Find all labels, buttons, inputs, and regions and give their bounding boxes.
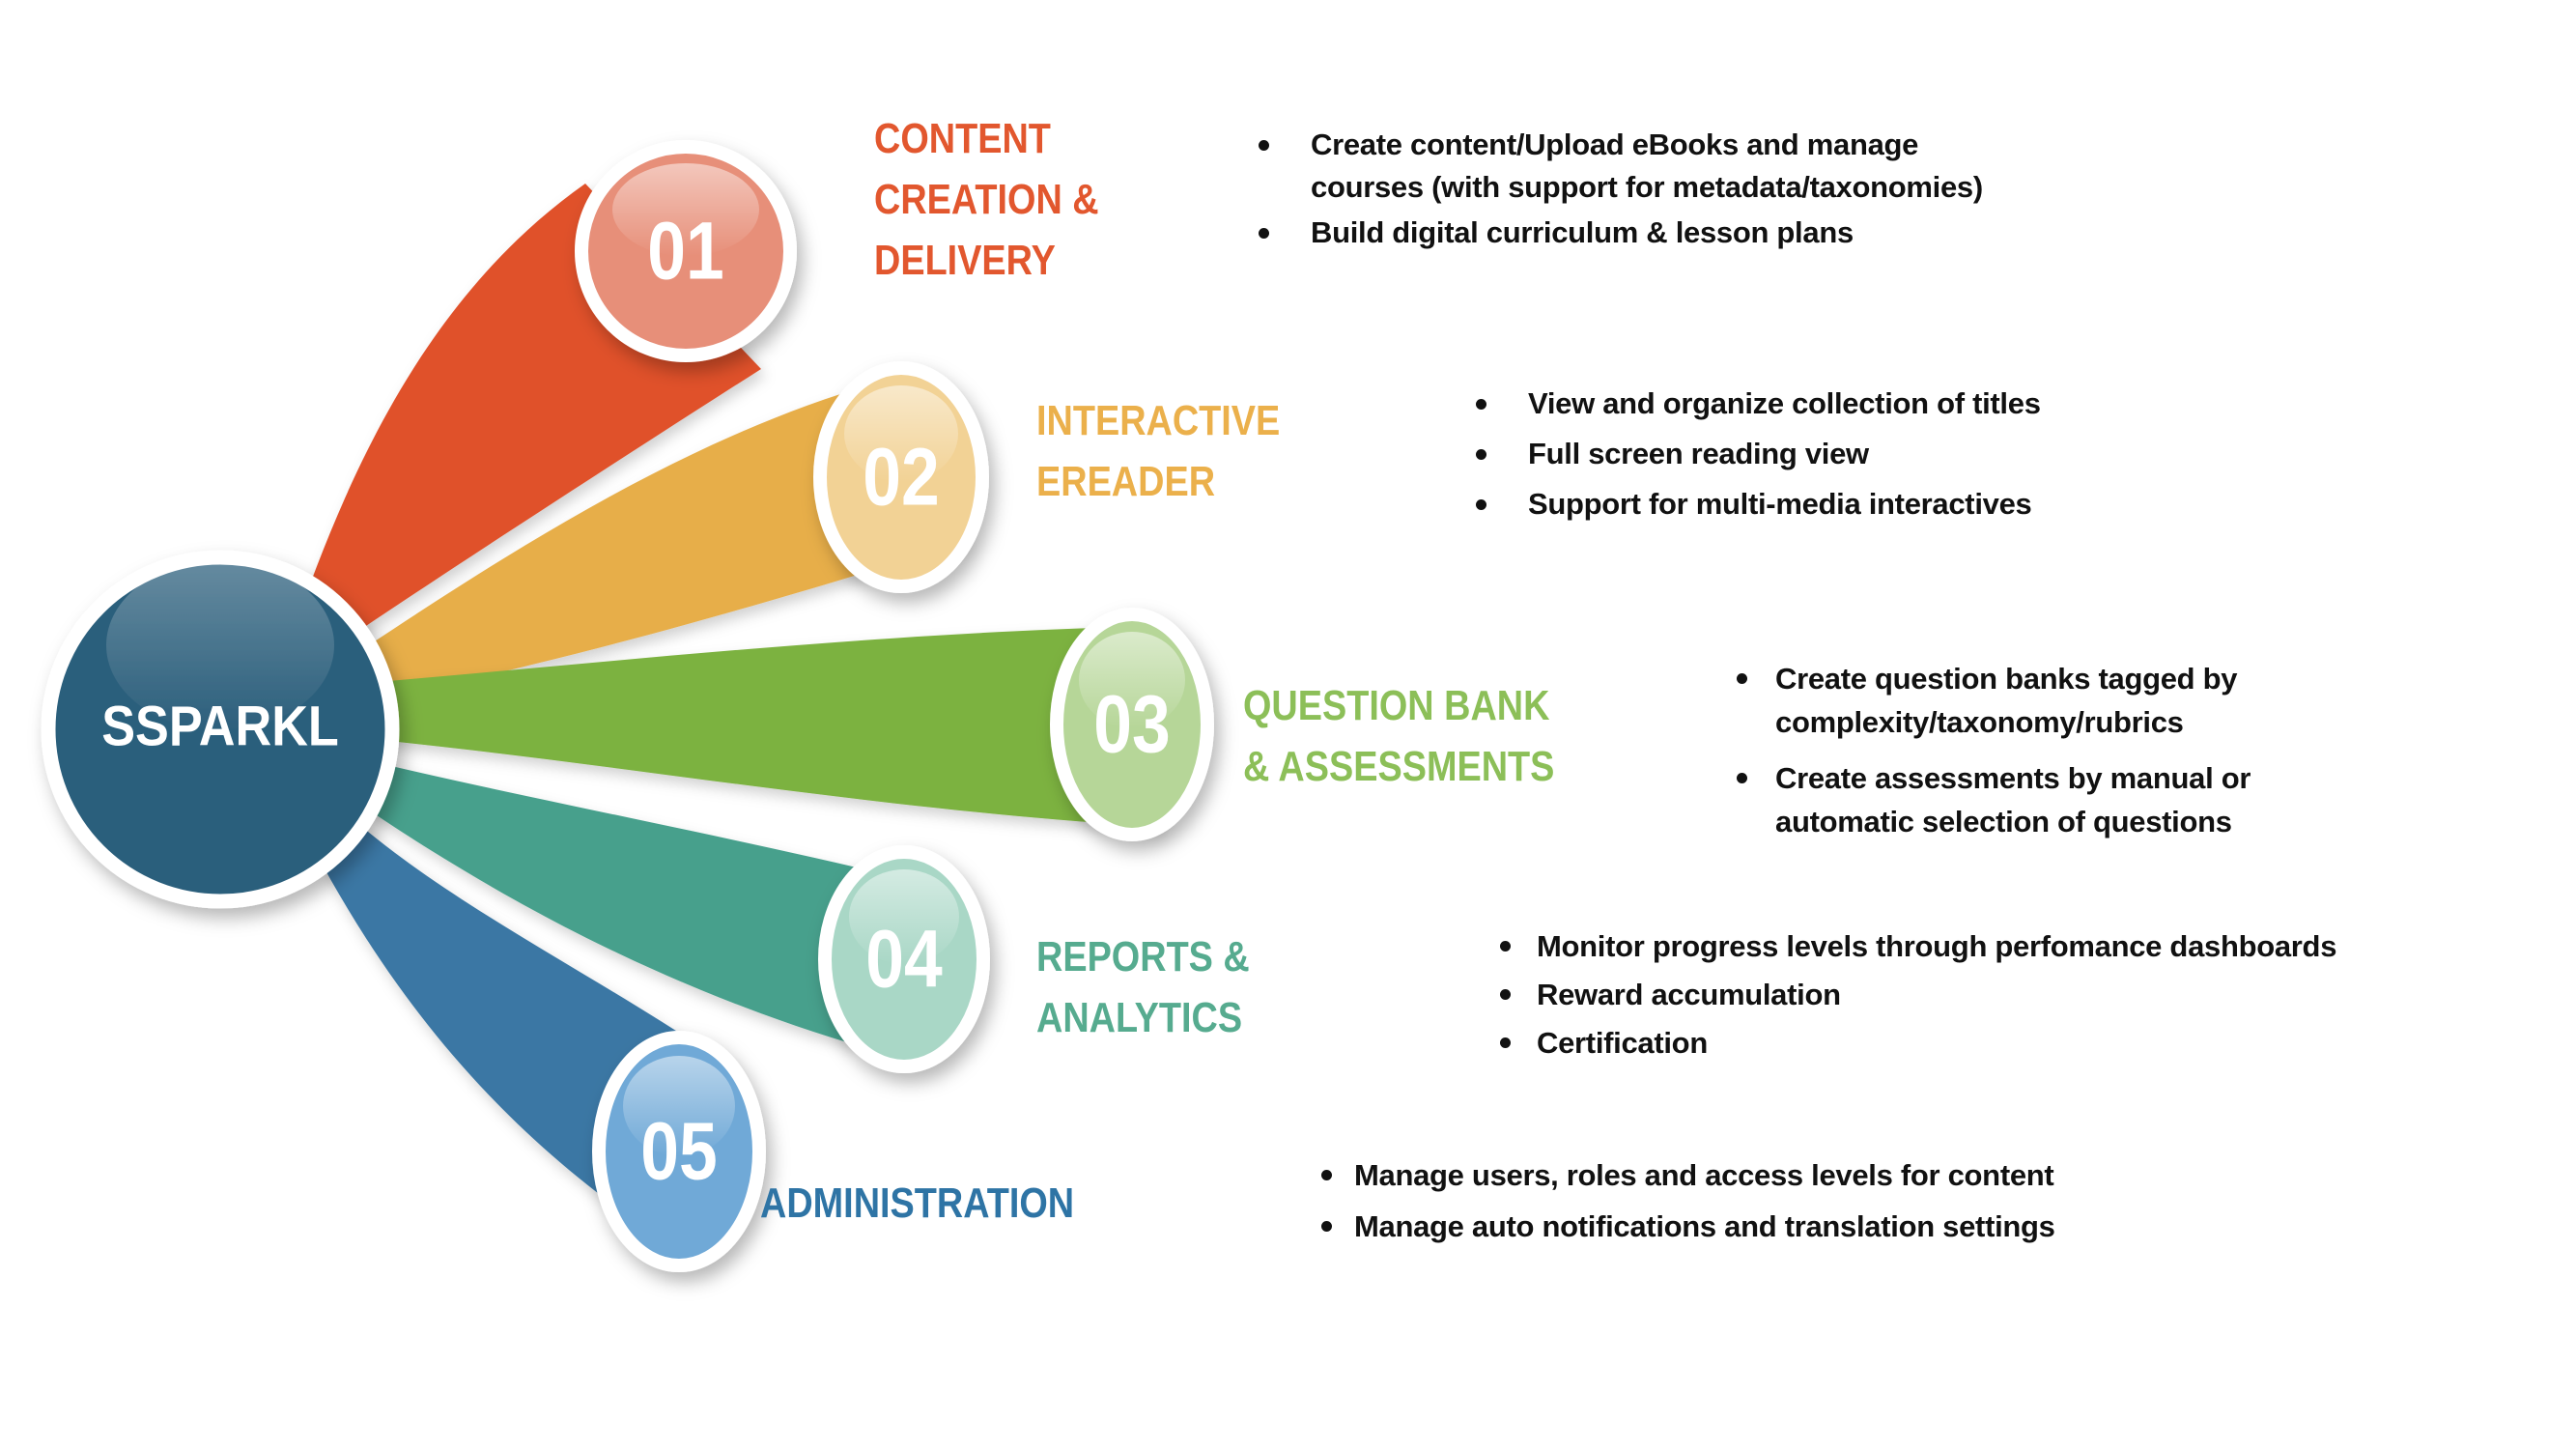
bullet-item: Reward accumulation	[1500, 973, 2336, 1016]
bullet-item: Manage auto notifications and translatio…	[1321, 1205, 2055, 1248]
section-04-number: 04	[865, 913, 943, 1005]
hub-circle	[41, 550, 400, 909]
section-01-title: CONTENT CREATION & DELIVERY	[874, 108, 1099, 291]
bullet-line: Manage users, roles and access levels fo…	[1354, 1158, 2054, 1192]
bullet-line: View and organize collection of titles	[1528, 386, 2041, 420]
bullet-item: Monitor progress levels through perfoman…	[1500, 924, 2336, 968]
bubble-03	[1050, 608, 1214, 841]
bullet-line: Reward accumulation	[1537, 978, 1841, 1011]
bullet-line: Certification	[1537, 1026, 1708, 1060]
section-04-title: REPORTS & ANALYTICS	[1036, 926, 1250, 1048]
bullet-line: Create content/Upload eBooks and manage	[1311, 128, 1919, 161]
section-01-number: 01	[647, 205, 724, 297]
bubble-05	[592, 1031, 766, 1272]
ribbon-interactive-ereader	[355, 394, 966, 699]
bubble-04	[818, 845, 990, 1073]
bullet-line: Build digital curriculum & lesson plans	[1311, 215, 1854, 249]
section-05-title: ADMINISTRATION	[760, 1173, 1074, 1234]
bullet-line: Create question banks tagged by	[1775, 662, 2238, 696]
title-line: ANALYTICS	[1036, 994, 1243, 1041]
bullet-line: Manage auto notifications and translatio…	[1354, 1209, 2055, 1243]
bullet-item: Certification	[1500, 1021, 2336, 1065]
bubble-01	[575, 140, 797, 362]
title-line: CONTENT	[874, 115, 1051, 162]
section-01-bullets: Create content/Upload eBooks and manage c…	[1259, 124, 1983, 257]
bullet-line: complexity/taxonomy/rubrics	[1775, 705, 2184, 739]
ribbon-reports-analytics	[356, 761, 966, 1043]
bullet-item: Full screen reading view	[1476, 433, 2041, 475]
title-line: REPORTS &	[1036, 933, 1250, 980]
bullet-item: Create assessments by manual or automatic…	[1737, 756, 2250, 843]
bullet-line: Create assessments by manual or	[1775, 761, 2251, 795]
hub-gloss-highlight	[106, 560, 334, 730]
section-05-bullets: Manage users, roles and access levels fo…	[1321, 1153, 2055, 1256]
bullet-line: Monitor progress levels through perfoman…	[1537, 929, 2337, 963]
bullet-item: Manage users, roles and access levels fo…	[1321, 1153, 2055, 1197]
bullet-item: Support for multi-media interactives	[1476, 483, 2041, 526]
section-02-number: 02	[863, 431, 940, 523]
section-02-title: INTERACTIVE EREADER	[1036, 390, 1280, 512]
title-line: & ASSESSMENTS	[1243, 743, 1555, 790]
bullet-item: View and organize collection of titles	[1476, 383, 2041, 425]
title-line: DELIVERY	[874, 237, 1056, 284]
bullet-line: Support for multi-media interactives	[1528, 487, 2032, 521]
section-03-number: 03	[1093, 678, 1171, 770]
section-04-bullets: Monitor progress levels through perfoman…	[1500, 924, 2336, 1069]
title-line: EREADER	[1036, 458, 1216, 505]
title-line: CREATION &	[874, 176, 1099, 223]
title-line: ADMINISTRATION	[760, 1179, 1075, 1227]
bullet-item: Create content/Upload eBooks and manage c…	[1259, 124, 1983, 209]
bullet-item: Create question banks tagged by complexit…	[1737, 657, 2250, 744]
bullet-line: Full screen reading view	[1528, 437, 1869, 470]
title-line: INTERACTIVE	[1036, 397, 1281, 444]
bullet-line: courses (with support for metadata/taxon…	[1311, 170, 1983, 204]
hub-label: SSPARKL	[101, 695, 339, 758]
section-03-title: QUESTION BANK & ASSESSMENTS	[1243, 675, 1554, 797]
title-line: QUESTION BANK	[1243, 682, 1550, 729]
bullet-item: Build digital curriculum & lesson plans	[1259, 212, 1983, 254]
section-05-number: 05	[640, 1105, 718, 1197]
ribbon-question-bank	[355, 626, 1159, 827]
bubble-02	[813, 361, 989, 593]
section-03-bullets: Create question banks tagged by complexit…	[1737, 657, 2250, 856]
bullet-line: automatic selection of questions	[1775, 805, 2232, 838]
